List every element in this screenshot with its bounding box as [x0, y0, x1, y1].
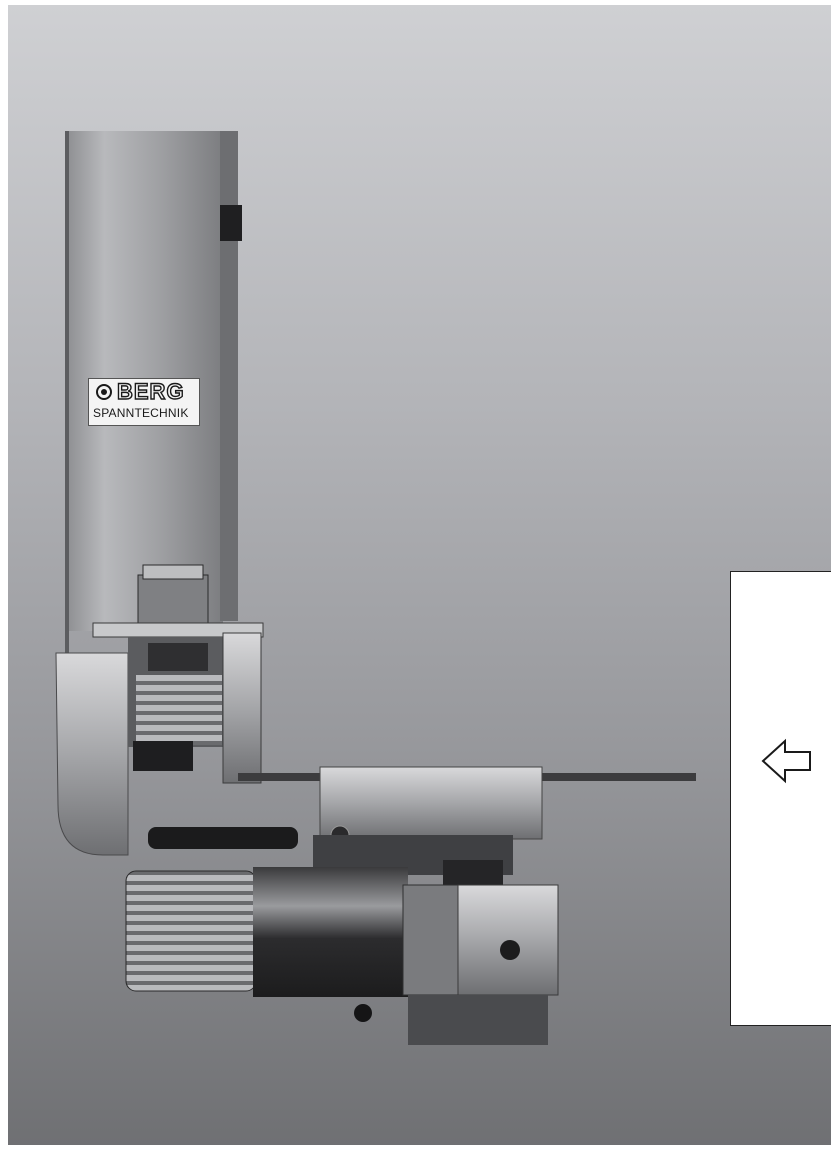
berg-emblem-icon [96, 384, 112, 400]
motor-fins [136, 675, 222, 745]
output-housing [457, 884, 559, 996]
direction-panel [730, 571, 831, 1026]
brand-name: BERG [116, 379, 185, 404]
connector-lid [142, 564, 204, 580]
motor-label [148, 643, 208, 671]
column-side [220, 131, 238, 621]
output-port [500, 940, 520, 960]
main-motor-body [253, 867, 408, 997]
rod-coupling [133, 741, 193, 771]
main-motor-fins [125, 870, 257, 992]
side-plate [222, 632, 262, 784]
motor-plug [354, 1004, 372, 1022]
machine-illustration [55, 131, 696, 1045]
motor-flange [402, 884, 464, 996]
column-edge [65, 131, 69, 691]
curved-cover [55, 652, 129, 856]
product-photo: BERG SPANNTECHNIK [8, 5, 831, 1145]
connector-box [137, 574, 209, 631]
sliding-block [319, 766, 543, 840]
base-plate [408, 995, 548, 1045]
arrow-left-outline-icon [761, 738, 811, 784]
brand-logo-plate: BERG SPANNTECHNIK [88, 378, 200, 426]
brand-subtitle: SPANNTECHNIK [93, 406, 189, 420]
cable-chain [148, 827, 298, 849]
column-clamp [220, 205, 242, 241]
